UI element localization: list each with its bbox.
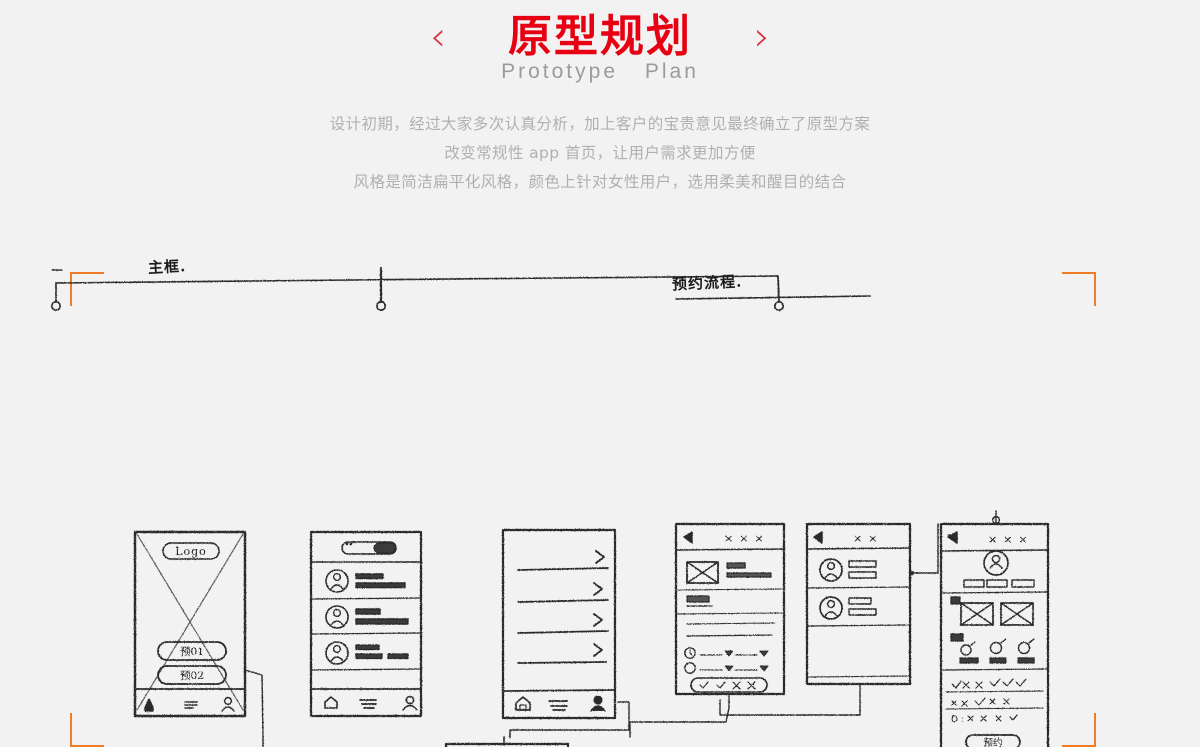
page-subtitle-word-1: Prototype bbox=[501, 60, 618, 83]
svg-text:××: ×× bbox=[853, 532, 883, 545]
handwritten-label-main-frame: 主框. bbox=[147, 257, 187, 277]
corner-bracket-bottom-right bbox=[1062, 713, 1096, 747]
description-line-3: 风格是简洁扁平化风格，颜色上针对女性用户，选用柔美和醒目的结合 bbox=[353, 173, 847, 191]
corner-bracket-bottom-left bbox=[70, 713, 104, 747]
svg-text:预01: 预01 bbox=[180, 646, 204, 658]
handwritten-label-booking-flow: 预约流程. bbox=[671, 272, 743, 294]
page-header: ‹ 原型规划 › Prototype Plan 设计初期，经过大家多次认真分析，… bbox=[0, 0, 1200, 200]
svg-text:预02: 预02 bbox=[180, 670, 204, 682]
svg-text:预约: 预约 bbox=[983, 737, 1002, 747]
chevron-right-icon: › bbox=[754, 14, 770, 60]
svg-text:Logo: Logo bbox=[175, 545, 207, 558]
description-line-2: 改变常规性 app 首页，让用户需求更加方便 bbox=[444, 144, 756, 162]
svg-text:×××: ××× bbox=[724, 532, 770, 545]
svg-text:D :: D : bbox=[951, 715, 964, 725]
chevron-left-icon: ‹ bbox=[430, 14, 446, 60]
corner-bracket-top-left bbox=[70, 272, 104, 306]
description-line-1: 设计初期，经过大家多次认真分析，加上客户的宝贵意见最终确立了原型方案 bbox=[329, 115, 871, 133]
prototype-sketch-image: Logo 预01 预02 bbox=[0, 210, 1200, 747]
page-subtitle-word-2: Plan bbox=[644, 60, 699, 83]
page-title: 原型规划 bbox=[508, 11, 692, 62]
title-row: ‹ 原型规划 › bbox=[0, 6, 1200, 68]
corner-bracket-top-right bbox=[1062, 272, 1096, 306]
svg-text:×××: ××× bbox=[988, 533, 1034, 546]
page-description: 设计初期，经过大家多次认真分析，加上客户的宝贵意见最终确立了原型方案 改变常规性… bbox=[0, 110, 1200, 197]
page-subtitle: Prototype Plan bbox=[0, 60, 1200, 84]
